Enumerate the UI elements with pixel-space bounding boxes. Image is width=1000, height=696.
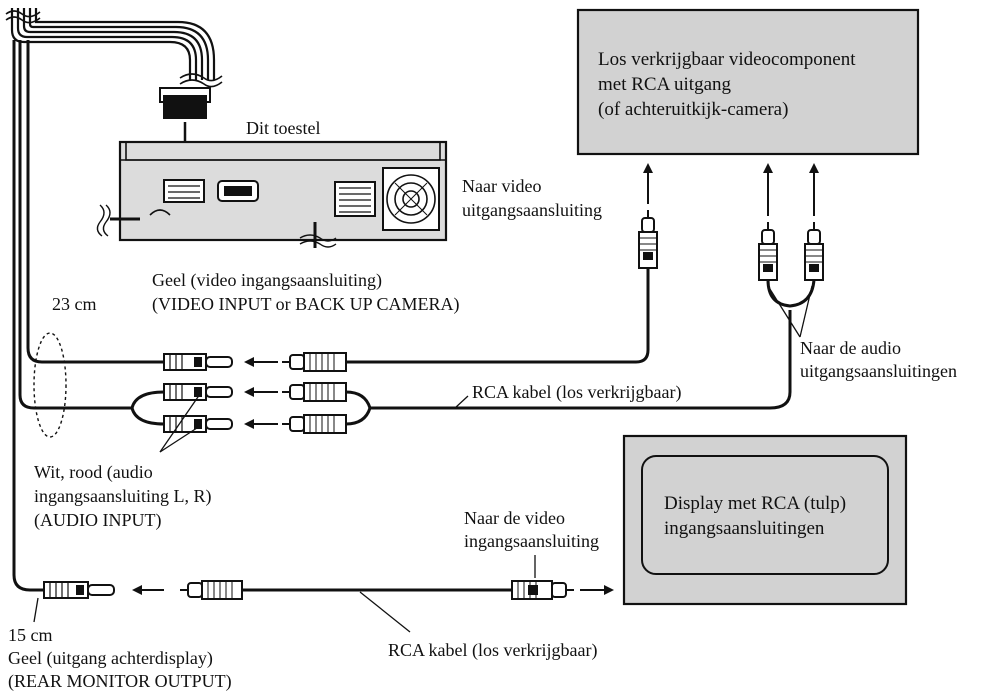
to-video-in-label-2: ingangsaansluiting	[464, 531, 599, 551]
video-source-box	[576, 8, 920, 156]
to-video-in-label-1: Naar de video	[464, 508, 565, 528]
yellow-video-in-label-1: Geel (video ingangsaansluiting)	[152, 270, 382, 290]
connect-arrows-left	[244, 357, 278, 429]
unit-wires	[96, 204, 337, 248]
rca-female-red	[163, 415, 233, 433]
harness-connector	[159, 87, 211, 119]
yellow-video-in-label-2: (VIDEO INPUT or BACK UP CAMERA)	[152, 294, 460, 314]
rca-female-yellow	[163, 353, 233, 371]
rca-cable-bottom-label: RCA kabel (los verkrijgbaar)	[388, 640, 598, 660]
display-line2: ingangsaansluitingen	[664, 518, 825, 539]
rca-cable-top-label: RCA kabel (los verkrijgbaar)	[472, 382, 682, 402]
video-source-line2: met RCA uitgang	[598, 74, 731, 95]
video-source-line1: Los verkrijgbaar videocomponent	[598, 49, 856, 70]
display-box-screen	[641, 455, 889, 575]
rca-female-rear	[43, 581, 115, 599]
rca-plug-video-out	[638, 210, 658, 269]
length-15cm-label: 15 cm	[8, 625, 53, 645]
to-video-out-label-1: Naar video	[462, 176, 542, 196]
wire-break-marks	[5, 10, 223, 88]
yellow-rear-label-2: (REAR MONITOR OUTPUT)	[8, 671, 232, 691]
leader-lines	[33, 285, 813, 633]
to-audio-out-label-2: uitgangsaansluitingen	[800, 361, 957, 381]
rca-plugs-audio-out	[758, 222, 824, 281]
audio-branch	[130, 390, 165, 426]
length-23cm-label: 23 cm	[52, 294, 97, 314]
white-red-label-1: Wit, rood (audio	[34, 462, 153, 482]
video-source-line3: (of achteruitkijk-camera)	[598, 99, 789, 120]
rca-male-rear-left	[180, 580, 243, 600]
rca-female-white	[163, 383, 233, 401]
length-23cm-mark	[33, 332, 67, 438]
to-video-out-label-2: uitgangsaansluiting	[462, 200, 602, 220]
to-audio-out-label-1: Naar de audio	[800, 338, 901, 358]
white-red-label-2: ingangsaansluiting L, R)	[34, 486, 212, 506]
unit-label: Dit toestel	[246, 118, 321, 138]
harness-cables	[12, 40, 164, 592]
rca-male-rear-right	[511, 580, 574, 600]
head-unit-rear	[118, 140, 448, 242]
rca-male-plugs-left	[282, 352, 347, 434]
white-red-label-3: (AUDIO INPUT)	[34, 510, 162, 530]
yellow-rear-label-1: Geel (uitgang achterdisplay)	[8, 648, 213, 668]
arrows-to-source	[643, 163, 819, 216]
wire-harness	[10, 8, 216, 80]
display-line1: Display met RCA (tulp)	[664, 493, 847, 514]
